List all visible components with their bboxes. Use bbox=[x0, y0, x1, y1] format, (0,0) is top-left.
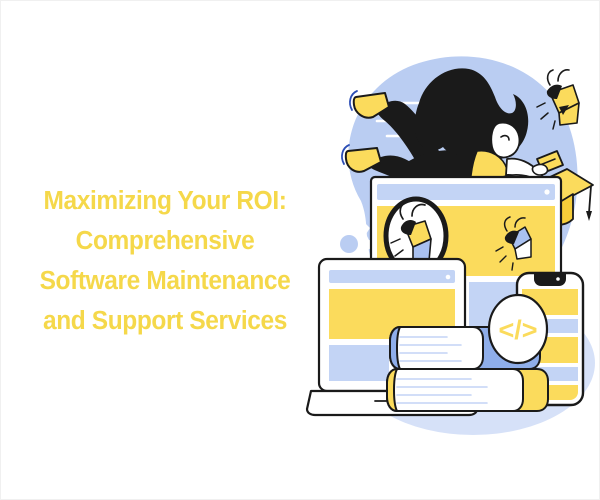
headline-line-3: Software Maintenance bbox=[39, 267, 291, 295]
headline-line-1: Maximizing Your ROI: bbox=[43, 187, 287, 215]
laptop-block-left bbox=[329, 345, 389, 381]
code-badge: </> bbox=[487, 293, 549, 365]
person-face bbox=[490, 121, 521, 159]
laptop-title-bar bbox=[329, 270, 455, 283]
code-badge-label: </> bbox=[498, 315, 537, 345]
page-title: Maximizing Your ROI: Comprehensive Softw… bbox=[19, 181, 311, 341]
hero-illustration: </> bbox=[301, 41, 599, 461]
bug-on-browser-icon bbox=[495, 216, 532, 271]
book-yellow bbox=[386, 368, 549, 412]
headline-line-2: Comprehensive bbox=[75, 227, 255, 255]
bug-in-magnifier-icon bbox=[390, 201, 432, 269]
gear-icon bbox=[323, 221, 376, 268]
laptop[interactable] bbox=[305, 257, 479, 417]
person-shoe-upper bbox=[349, 90, 390, 119]
browser-title-bar bbox=[377, 184, 555, 200]
person-shoe-lower bbox=[341, 144, 382, 173]
bug-top-right-icon bbox=[536, 69, 580, 130]
headline-line-4: and Support Services bbox=[42, 307, 287, 335]
